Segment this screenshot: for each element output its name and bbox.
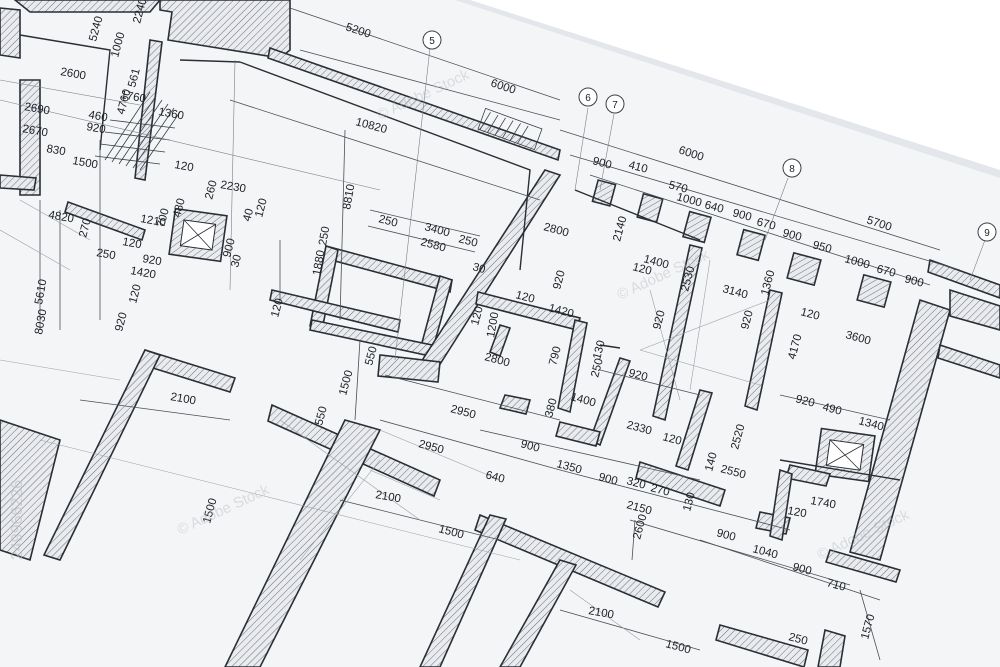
dim-label: 920: [551, 269, 568, 291]
dim-label: 640: [484, 469, 506, 486]
dim-label: 900: [731, 207, 753, 224]
dim-label: 561: [126, 67, 143, 89]
dim-label: 120: [661, 431, 683, 448]
dim-label: 950: [811, 239, 833, 256]
dim-label: 140: [703, 451, 720, 473]
dim-label: 5610: [33, 278, 49, 305]
dim-label: 460: [87, 109, 108, 124]
room-outlines: [19, 34, 901, 481]
dim-label: 250: [377, 213, 399, 230]
dim-label: 380: [543, 397, 560, 419]
dim-label: 830: [45, 143, 66, 158]
dim-label: 920: [651, 309, 668, 331]
dim-label: 1500: [71, 155, 98, 171]
dim-label: 120: [786, 505, 807, 520]
watermark-id: 249966226: [9, 480, 26, 560]
dimension-labels: 5200 6000 6000 5700 2240 5240 2600 1000 …: [21, 0, 924, 657]
dim-label: 2100: [587, 605, 614, 621]
dim-label: 920: [627, 367, 649, 384]
dim-label: 920: [794, 393, 816, 410]
dim-label: 30: [229, 253, 244, 268]
dim-label: 270: [649, 482, 671, 499]
dim-label: 120: [631, 261, 653, 278]
dim-label: 710: [825, 577, 847, 594]
dim-label: 2100: [169, 391, 196, 407]
dim-label: 250: [589, 357, 606, 379]
dim-label: 900: [791, 561, 813, 578]
dim-label: 1360: [157, 106, 184, 122]
axis-marker-7: 7: [612, 100, 618, 111]
axis-marker-5: 5: [429, 36, 435, 47]
dim-label: 550: [363, 345, 380, 367]
dim-label: 130: [591, 339, 608, 361]
dim-label: 410: [627, 159, 649, 176]
dim-label: 250: [457, 233, 479, 250]
dim-label: 1760: [119, 89, 146, 105]
dim-label: 120: [253, 197, 270, 219]
dim-label: 920: [739, 309, 756, 331]
axis-marker-9: 9: [984, 228, 990, 239]
dim-label: 8810: [341, 183, 357, 210]
dim-label: 120: [121, 236, 142, 251]
dim-label: 40: [241, 207, 256, 222]
dim-label: 920: [85, 121, 106, 136]
axis-marker-6: 6: [585, 93, 591, 104]
dim-label: 920: [113, 311, 130, 333]
dim-label: 250: [787, 631, 809, 648]
dim-label: 900: [781, 227, 803, 244]
dim-label: 250: [95, 247, 116, 262]
dim-label: 260: [203, 179, 220, 201]
dim-label: 900: [519, 438, 541, 455]
dim-label: 270: [77, 217, 94, 239]
axis-grid-lines: [0, 47, 986, 641]
dim-label: 490: [821, 401, 843, 418]
dim-label: 700: [155, 207, 172, 229]
dim-label: 900: [903, 273, 925, 290]
dim-label: 1200: [485, 311, 501, 338]
dim-label: 900: [597, 471, 619, 488]
dim-label: 1420: [129, 265, 156, 281]
dim-label: 4820: [47, 209, 74, 225]
dim-label: 670: [875, 263, 897, 280]
dim-label: 1210: [139, 213, 166, 229]
dim-label: 320: [625, 475, 647, 492]
dim-label: 480: [171, 197, 188, 219]
dim-label: 900: [221, 237, 238, 259]
dim-label: 130: [681, 491, 698, 513]
dim-label: 640: [703, 199, 725, 216]
dim-label: 120: [514, 289, 536, 306]
paper-shadow: [455, 0, 1000, 178]
dim-label: 2600: [59, 66, 86, 82]
dim-label: 120: [127, 283, 144, 305]
dim-label: 790: [547, 345, 564, 367]
dim-label: 900: [591, 155, 613, 172]
axis-marker-8: 8: [789, 164, 795, 175]
dim-label: 250: [317, 226, 332, 247]
dim-label: 1740: [809, 495, 836, 511]
dimension-lines: [39, 7, 961, 661]
dim-label: 2670: [21, 123, 48, 139]
axis-markers: 5 6 7 8 9: [422, 30, 997, 242]
dim-label: 550: [313, 405, 330, 427]
dim-label: 2100: [374, 489, 401, 505]
dim-label: 30: [471, 261, 486, 276]
dim-label: 920: [141, 253, 162, 268]
dim-label: 2230: [219, 179, 246, 195]
dim-label: 120: [469, 305, 486, 327]
dim-label: 120: [173, 159, 194, 174]
dim-label: 8030: [33, 308, 49, 335]
dim-label: 120: [799, 306, 821, 323]
dim-label: 670: [755, 216, 777, 233]
dim-label: 1880: [311, 249, 327, 276]
dim-label: 2690: [23, 101, 50, 117]
dim-label: 570: [667, 179, 689, 196]
dim-label: 120: [269, 297, 286, 319]
dim-label: 900: [715, 527, 737, 544]
